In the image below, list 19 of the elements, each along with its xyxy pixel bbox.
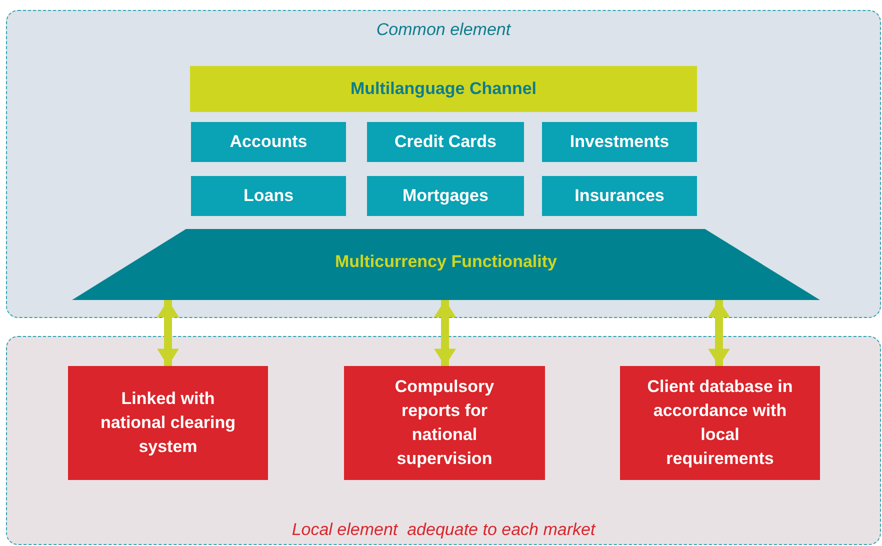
platform-label: Multicurrency Functionality [335,251,557,273]
product-box: Loans [191,176,346,216]
channel-banner: Multilanguage Channel [190,66,697,112]
product-box: Mortgages [367,176,524,216]
product-box: Accounts [191,122,346,162]
group-panel [6,336,881,545]
group-panel [6,10,881,318]
panel-title: Common element [376,19,511,41]
panel-title: Local element adequate to each market [292,518,596,540]
product-box: Investments [542,122,697,162]
product-box: Credit Cards [367,122,524,162]
requirement-box: Client database in accordance with local requirements [620,366,820,480]
requirement-box: Compulsory reports for national supervision [344,366,545,480]
double-arrow [708,300,730,366]
double-arrow [434,300,456,366]
product-box: Insurances [542,176,697,216]
double-arrow [157,300,179,366]
requirement-box: Linked with national clearing system [68,366,268,480]
trapezoid-platform [72,229,820,300]
